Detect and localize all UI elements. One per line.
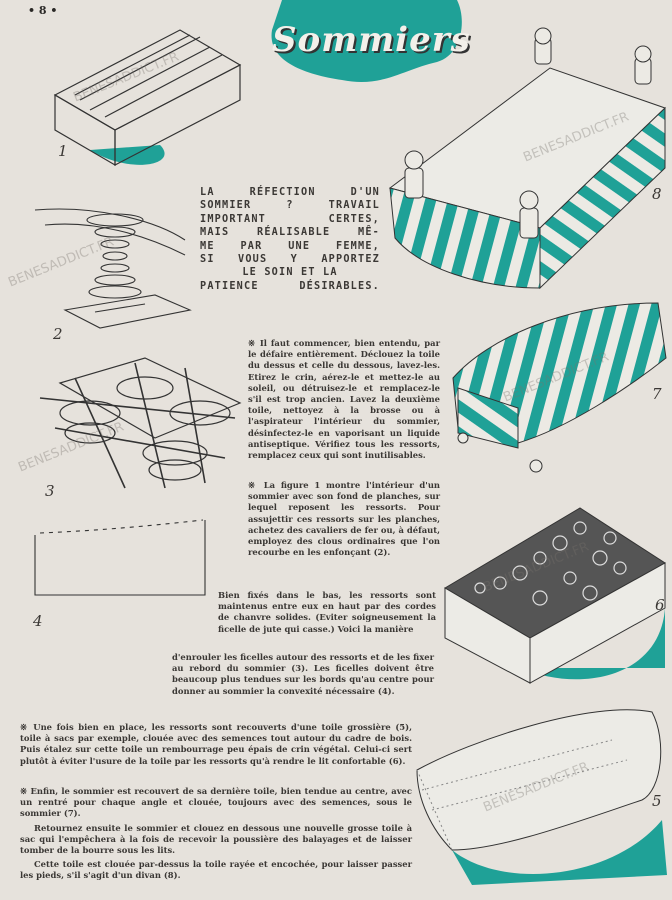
paragraph-2: ※ La figure 1 montre l'intérieur d'un so…	[248, 480, 440, 558]
figure-3-illustration	[39, 357, 242, 489]
paragraph-3b: d'enrouler les ficelles autour des resso…	[172, 652, 434, 696]
intro-line: PATIENCE DÉSIRABLES.	[200, 280, 380, 292]
figure-4-illustration	[34, 519, 206, 596]
paragraph-5: ※ Enfin, le sommier est recouvert de sa …	[20, 786, 412, 882]
figure-label-6: 6	[655, 596, 665, 614]
figure-label-2: 2	[53, 325, 63, 343]
figure-1-illustration	[53, 29, 242, 167]
intro-line: ME PAR UNE FEMME,	[200, 240, 380, 252]
title-banner-shape	[271, 0, 462, 83]
paragraph-4: ※ Une fois bien en place, les ressorts s…	[20, 722, 412, 766]
figure-label-1: 1	[58, 142, 68, 160]
intro-text: LA RÉFECTION D'UN SOMMIER ? TRAVAIL IMPO…	[200, 186, 380, 293]
figure-8-illustration	[388, 27, 666, 290]
figure-6-illustration	[444, 507, 666, 684]
figure-7-illustration	[452, 302, 667, 473]
paragraph-7-text: Cette toile est clouée par-dessus la toi…	[20, 859, 412, 881]
page-title: Sommiers	[272, 20, 471, 60]
intro-line: SOMMIER ? TRAVAIL	[200, 200, 380, 212]
figure-label-7: 7	[652, 385, 662, 403]
paragraph-1: ※ Il faut commencer, bien entendu, par l…	[248, 338, 440, 461]
figure-5-illustration	[416, 709, 667, 885]
figure-label-5: 5	[652, 792, 662, 810]
figure-label-8: 8	[652, 185, 662, 203]
paragraph-3a: Bien fixés dans le bas, les ressorts son…	[218, 590, 436, 634]
figure-label-4: 4	[33, 612, 43, 630]
intro-line: LA RÉFECTION D'UN	[200, 187, 380, 198]
figure-2-illustration	[34, 208, 192, 329]
paragraph-5-text: ※ Enfin, le sommier est recouvert de sa …	[20, 786, 412, 819]
intro-line: SI VOUS Y APPORTEZ	[200, 254, 380, 266]
page-number: • 8 •	[28, 4, 58, 17]
intro-line: LE SOIN ET LA	[242, 267, 338, 279]
paragraph-6-text: Retournez ensuite le sommier et clouez e…	[20, 822, 412, 856]
intro-line: IMPORTANT CERTES,	[200, 213, 380, 225]
figure-label-3: 3	[45, 482, 55, 500]
intro-line: MAIS RÉALISABLE MÊ-	[200, 227, 380, 239]
